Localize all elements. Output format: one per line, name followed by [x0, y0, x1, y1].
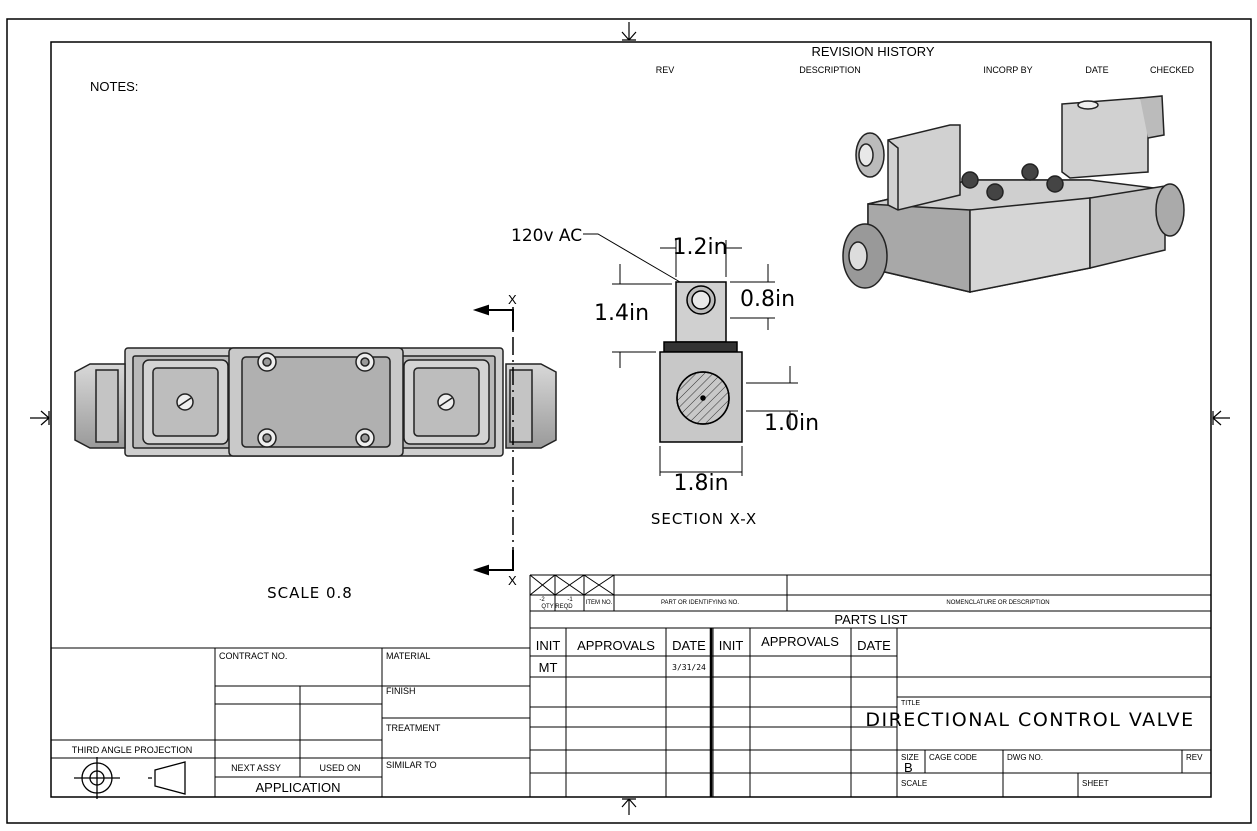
scale-label: SCALE	[901, 779, 927, 788]
approvals-header-init-2: INIT	[719, 638, 744, 653]
approval-init-value: MT	[539, 660, 558, 675]
material-label: MATERIAL	[386, 651, 430, 661]
qty-reqd-label: QTY REQD	[541, 604, 573, 610]
used-on-label: USED ON	[319, 763, 360, 773]
valve-isometric-view	[842, 95, 1185, 293]
cut-marker-top: X	[508, 292, 517, 307]
approvals-header-init-1: INIT	[536, 638, 561, 653]
title-block-grid	[51, 574, 1211, 797]
section-caption: SECTION X-X	[651, 510, 757, 528]
valve-front-view	[74, 347, 557, 457]
qty-minus2-label: -2	[539, 597, 545, 603]
dim-body-width: 1.8in	[673, 471, 728, 496]
section-dimension-lines	[583, 233, 798, 476]
sheet-label: SHEET	[1082, 779, 1109, 788]
finish-label: FINISH	[386, 686, 416, 696]
drawing-title: DIRECTIONAL CONTROL VALVE	[865, 709, 1194, 731]
rev-col-incorp-by: INCORP BY	[983, 65, 1032, 75]
rev-label: REV	[1186, 753, 1203, 762]
application-label: APPLICATION	[255, 780, 340, 795]
item-no-label: ITEM NO.	[586, 600, 613, 606]
similar-to-label: SIMILAR TO	[386, 760, 437, 770]
callout-voltage: 120v AC	[511, 226, 582, 246]
cage-code-label: CAGE CODE	[929, 753, 977, 762]
front-view-scale: SCALE 0.8	[267, 584, 353, 602]
dim-stub-height: 0.8in	[740, 287, 795, 312]
third-angle-projection-icon	[74, 757, 186, 799]
title-label: TITLE	[901, 700, 920, 707]
rev-col-date: DATE	[1085, 65, 1108, 75]
treatment-label: TREATMENT	[386, 723, 441, 733]
approvals-header-date-2: DATE	[857, 638, 891, 653]
contract-no-label: CONTRACT NO.	[219, 651, 287, 661]
section-cut-line	[472, 304, 514, 576]
dwg-no-label: DWG NO.	[1007, 753, 1043, 762]
rev-col-checked: CHECKED	[1150, 65, 1195, 75]
nomenclature-label: NOMENCLATURE OR DESCRIPTION	[946, 600, 1049, 606]
inner-border	[50, 41, 1212, 798]
approvals-header-date-1: DATE	[672, 638, 706, 653]
centering-marks	[30, 22, 1230, 815]
rev-col-description: DESCRIPTION	[799, 65, 861, 75]
approvals-header-approvals-1: APPROVALS	[577, 638, 655, 653]
approvals-header-approvals-2: APPROVALS	[761, 634, 839, 649]
dim-height-upper: 1.4in	[594, 301, 649, 326]
part-no-label: PART OR IDENTIFYING NO.	[661, 600, 739, 606]
approval-date-value: 3/31/24	[672, 663, 706, 672]
dim-width-top: 1.2in	[672, 235, 727, 260]
size-value: B	[904, 760, 913, 775]
notes-label: NOTES:	[90, 79, 138, 94]
parts-list-title: PARTS LIST	[834, 612, 907, 627]
projection-label: THIRD ANGLE PROJECTION	[72, 745, 193, 755]
size-label: SIZE	[901, 753, 919, 762]
revision-history-title: REVISION HISTORY	[811, 44, 934, 59]
qty-minus1-label: -1	[567, 597, 573, 603]
dim-bore: 1.0in	[764, 411, 819, 436]
next-assy-label: NEXT ASSY	[231, 763, 281, 773]
outer-border	[6, 18, 1252, 824]
rev-col-rev: REV	[656, 65, 675, 75]
cut-marker-bottom: X	[508, 573, 517, 588]
section-view	[659, 281, 743, 443]
